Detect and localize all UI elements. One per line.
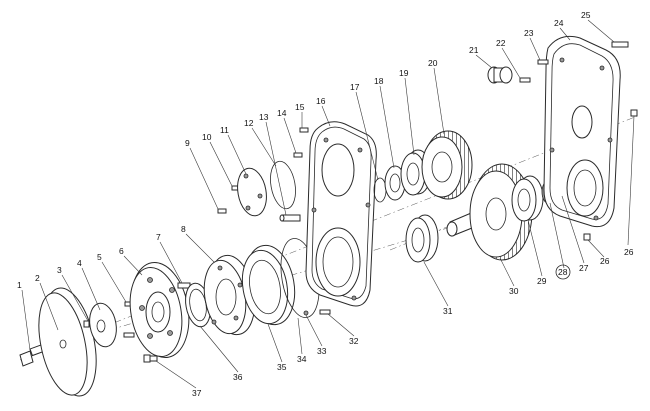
part-31-bearing [405,214,439,263]
callout-26-right: 26 [624,247,634,257]
part-24-rear-housing [543,35,621,228]
part-25-bolt [611,41,629,48]
part-32-pin [319,309,331,315]
part-21-plug [487,66,513,84]
part-29-bearing [511,175,544,222]
callout-20: 20 [428,58,438,68]
callout-17: 17 [350,82,360,92]
part-18-bearing [384,165,406,201]
callout-2: 2 [35,273,40,283]
leader-lines [21,19,635,389]
callout-37: 37 [192,388,202,398]
callout-33: 33 [317,346,327,356]
callout-6: 6 [119,246,124,256]
part-22-23-screws [519,59,549,83]
callout-31: 31 [443,306,453,316]
callout-18: 18 [374,76,384,86]
part-11-cover-plate [237,167,267,217]
callout-10: 10 [202,132,212,142]
callout-3: 3 [57,265,62,275]
callout-21: 21 [469,45,479,55]
callout-27: 27 [579,263,589,273]
callout-13: 13 [259,112,269,122]
part-35-bearing [241,244,296,326]
part-37-screws [143,354,158,363]
callout-28: 28 [558,267,568,277]
callout-4: 4 [77,258,82,268]
callout-12: 12 [244,118,254,128]
part-12-o-ring [270,160,296,210]
callout-25: 25 [581,10,591,20]
callout-32: 32 [349,336,359,346]
part-9-10-screws [217,185,241,214]
callout-36: 36 [233,372,243,382]
part-17-circlip [373,177,387,203]
callout-8: 8 [181,224,186,234]
callout-19: 19 [399,68,409,78]
callout-29: 29 [537,276,547,286]
callout-labels: 1 2 3 4 5 6 7 8 9 10 11 12 13 14 15 16 1… [17,10,634,398]
callout-22: 22 [496,38,506,48]
callout-5: 5 [97,252,102,262]
callout-15: 15 [295,102,305,112]
callout-23: 23 [524,28,534,38]
callout-7: 7 [156,232,161,242]
part-13-pin [279,214,301,222]
callout-28-circle [555,264,571,280]
part-4-flange-plate [89,302,117,348]
part-2-end-cover [38,287,97,397]
callout-35: 35 [277,362,287,372]
callout-1: 1 [17,280,22,290]
callout-14: 14 [277,108,287,118]
part-6-hub-flange [129,261,190,359]
callout-34: 34 [297,354,307,364]
callout-16: 16 [316,96,326,106]
callout-11: 11 [220,125,229,135]
callout-30: 30 [509,286,519,296]
callout-24: 24 [554,18,564,28]
part-20-gear [421,130,473,200]
part-16-middle-housing [305,121,377,307]
callout-9: 9 [185,138,190,148]
callout-26-lower: 26 [600,256,610,266]
part-14-15-screws [293,127,309,158]
